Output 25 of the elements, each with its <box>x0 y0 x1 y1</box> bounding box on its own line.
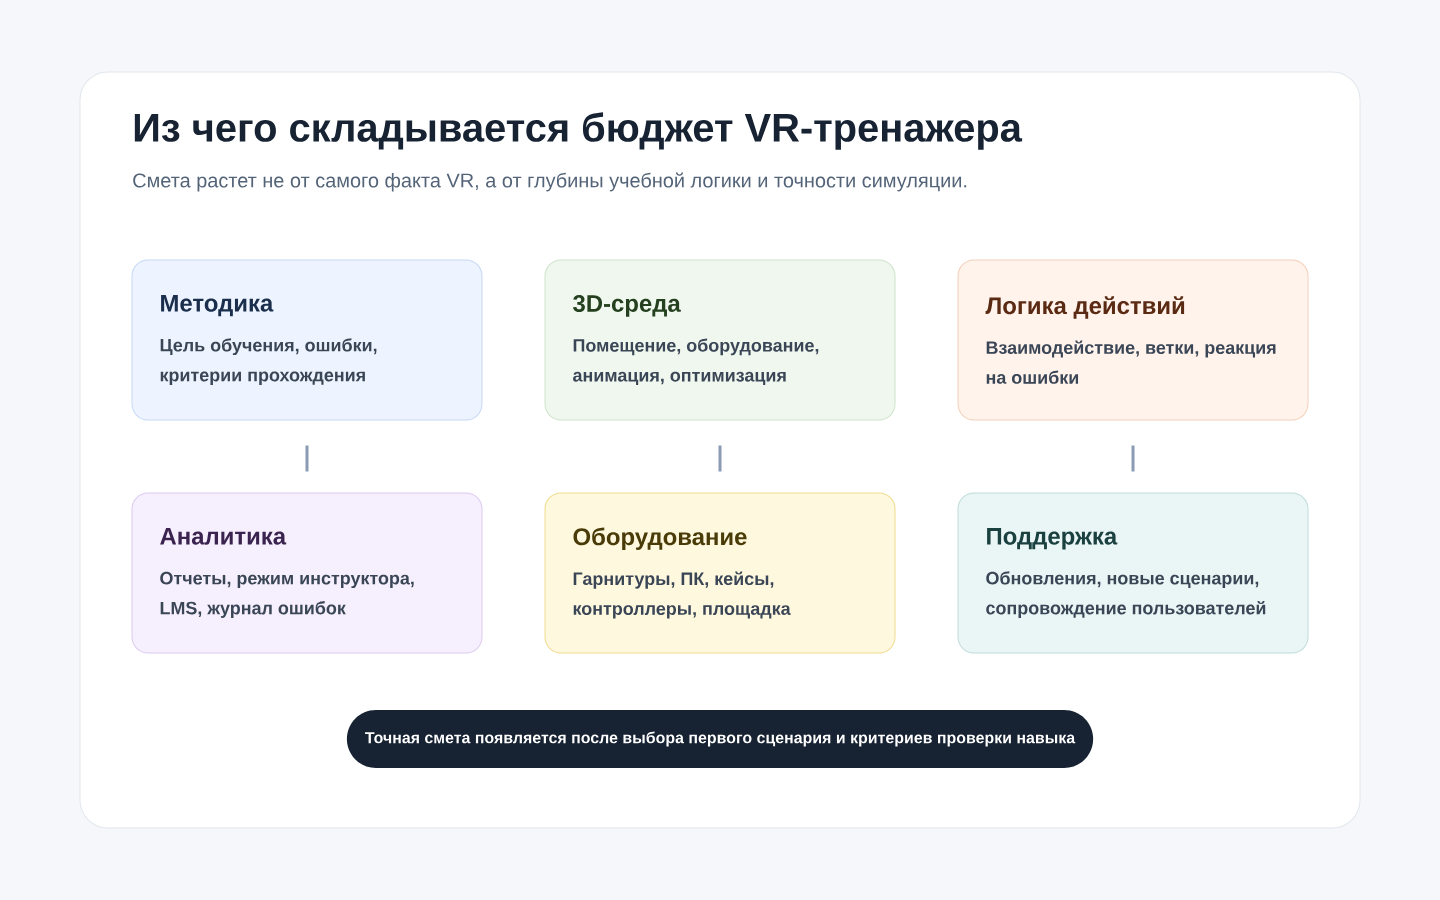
card-text: Отчеты, режим инструктора, LMS, журнал ошибок <box>160 571 414 618</box>
card-text: Обновления, новые сценарии, сопровождение пользователей <box>986 571 1266 618</box>
card-heading: Аналитика <box>160 528 287 545</box>
category-card <box>544 492 896 654</box>
card-heading: Логика действий <box>985 296 1185 319</box>
card-heading: Методика <box>161 295 274 317</box>
card-text: Цель обучения, ошибки, критерии прохождения <box>160 338 377 385</box>
card-text: Помещение, оборудование, анимация, оптимизация <box>573 338 819 386</box>
card-heading: 3D-среда <box>573 295 681 317</box>
category-card <box>544 259 896 421</box>
category-card <box>131 492 483 654</box>
category-card <box>957 259 1309 421</box>
category-card <box>131 259 483 421</box>
footer-pill <box>346 710 1094 768</box>
card-text: Взаимодействие, ветки, реакция на ошибки <box>986 340 1276 384</box>
footer-text: Точная смета появляется после выбора первого сценария и критериев проверки навыка <box>365 731 1076 747</box>
connector-line <box>718 445 722 472</box>
connector-line <box>305 445 309 472</box>
subtitle: Смета растет не от самого факта VR, а от глубины учебной логики и точности симуляции. <box>133 172 967 192</box>
category-card <box>957 492 1309 654</box>
card-text: Гарнитуры, ПК, кейсы, контроллеры, площадка <box>573 571 791 619</box>
connector-line <box>1131 445 1135 472</box>
title: Из чего складывается бюджет VR-тренажера <box>134 112 1023 150</box>
card-heading: Поддержка <box>987 528 1118 550</box>
card-heading: Оборудование <box>573 527 747 550</box>
